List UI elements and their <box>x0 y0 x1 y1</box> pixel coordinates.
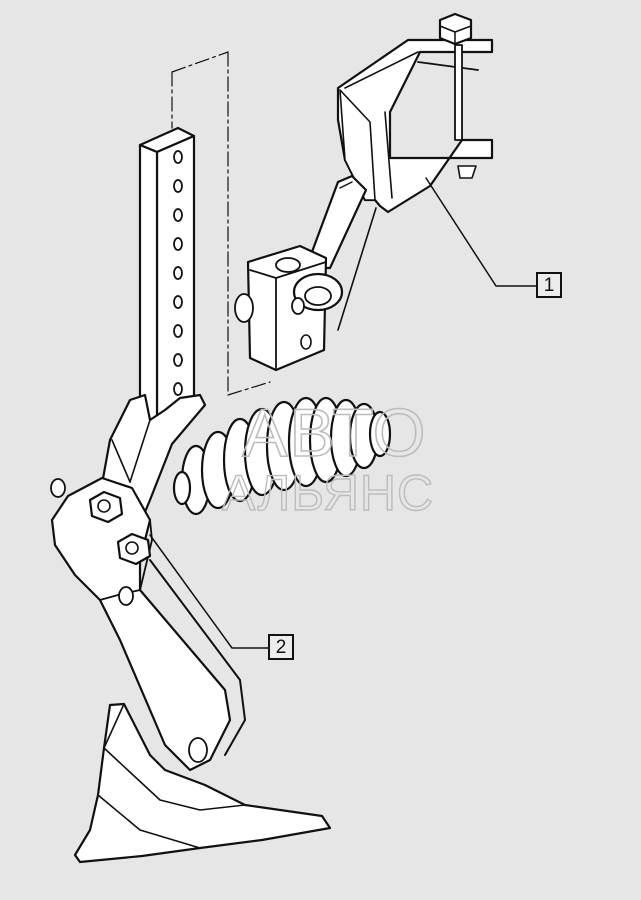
callout-1-label: 1 <box>543 274 555 296</box>
callout-2: 2 <box>268 634 294 660</box>
pin-lock-block <box>234 244 344 372</box>
coil-spring <box>172 396 392 516</box>
callout-1: 1 <box>536 272 562 298</box>
watermark-line-2: АЛЬЯНС <box>222 465 434 521</box>
alignment-dashed-line <box>171 51 271 396</box>
mounting-clamp <box>336 12 494 214</box>
sweep-shovel <box>73 702 332 864</box>
callout-2-label: 2 <box>275 636 287 658</box>
watermark-line-1: АВТО <box>242 396 428 471</box>
watermark: АВТО АЛЬЯНС <box>221 396 434 522</box>
leader-lines <box>149 177 537 649</box>
adjustment-bar <box>138 126 196 427</box>
spring-tine <box>50 476 246 772</box>
